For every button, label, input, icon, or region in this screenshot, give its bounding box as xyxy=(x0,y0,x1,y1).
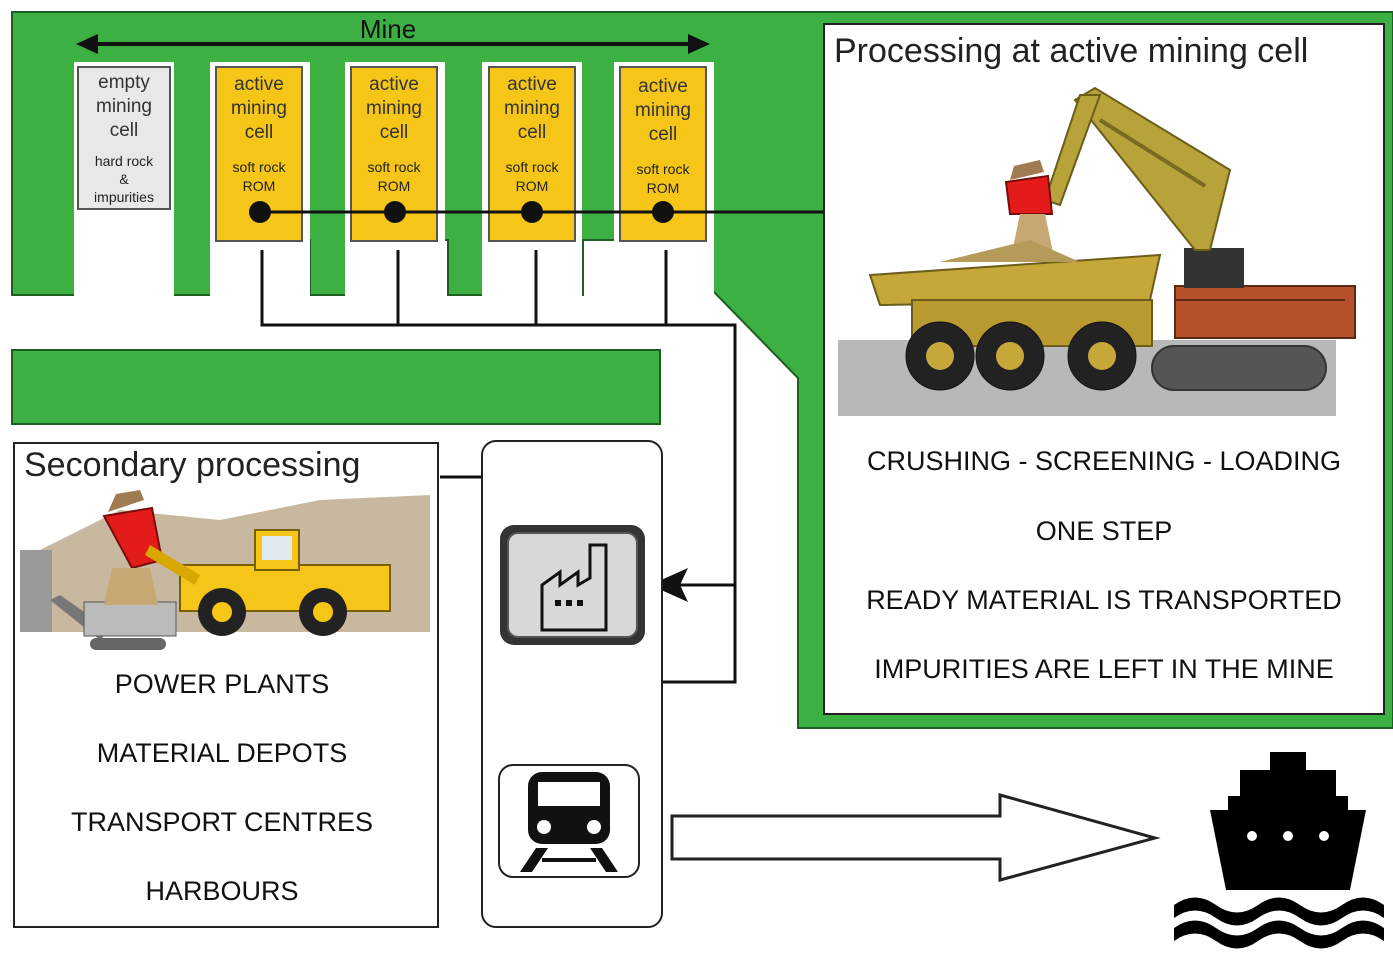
active-processing-line-3: READY MATERIAL IS TRANSPORTED xyxy=(866,585,1342,615)
active-processing-line-1: CRUSHING - SCREENING - LOADING xyxy=(867,446,1341,476)
ship-icon xyxy=(1174,752,1384,949)
factory-icon xyxy=(500,525,645,645)
svg-text:mining: mining xyxy=(231,98,287,119)
secondary-processing-line-4: HARBOURS xyxy=(145,876,298,906)
transport-arrow xyxy=(670,793,1161,882)
mine-label: Mine xyxy=(360,14,416,44)
mining-cell-empty: empty mining cell hard rock & impurities xyxy=(77,66,171,210)
svg-text:active: active xyxy=(234,74,284,95)
svg-text:soft rock: soft rock xyxy=(368,159,422,175)
secondary-processing-line-3: TRANSPORT CENTRES xyxy=(71,807,373,837)
svg-text:cell: cell xyxy=(245,122,274,143)
svg-text:mining: mining xyxy=(366,98,422,119)
svg-text:active: active xyxy=(638,76,688,97)
active-processing-line-2: ONE STEP xyxy=(1036,516,1173,546)
secondary-processing-line-1: POWER PLANTS xyxy=(115,669,330,699)
svg-text:ROM: ROM xyxy=(243,178,276,194)
secondary-processing-line-2: MATERIAL DEPOTS xyxy=(97,738,348,768)
svg-text:&: & xyxy=(119,171,129,187)
svg-text:cell: cell xyxy=(649,124,678,145)
svg-text:cell: cell xyxy=(380,122,409,143)
svg-text:soft rock: soft rock xyxy=(506,159,560,175)
svg-text:mining: mining xyxy=(504,98,560,119)
svg-text:active: active xyxy=(507,74,557,95)
svg-text:impurities: impurities xyxy=(94,189,154,205)
svg-text:ROM: ROM xyxy=(378,178,411,194)
svg-text:hard rock: hard rock xyxy=(95,153,154,169)
active-processing-title: Processing at active mining cell xyxy=(834,32,1308,70)
train-icon xyxy=(498,764,640,878)
svg-text:ROM: ROM xyxy=(516,178,549,194)
svg-text:mining: mining xyxy=(96,96,152,117)
active-processing-line-4: IMPURITIES ARE LEFT IN THE MINE xyxy=(874,654,1334,684)
svg-text:active: active xyxy=(369,74,419,95)
svg-text:soft rock: soft rock xyxy=(637,161,691,177)
loader-crusher-illustration xyxy=(20,490,430,650)
svg-text:soft rock: soft rock xyxy=(233,159,287,175)
mine-extent-arrow xyxy=(76,34,710,54)
svg-text:mining: mining xyxy=(635,100,691,121)
excavator-truck-illustration xyxy=(838,86,1356,416)
svg-text:empty: empty xyxy=(98,72,150,93)
svg-text:cell: cell xyxy=(110,120,139,141)
svg-text:ROM: ROM xyxy=(647,180,680,196)
secondary-processing-title: Secondary processing xyxy=(24,446,360,484)
svg-text:cell: cell xyxy=(518,122,547,143)
mine-band xyxy=(11,349,661,425)
